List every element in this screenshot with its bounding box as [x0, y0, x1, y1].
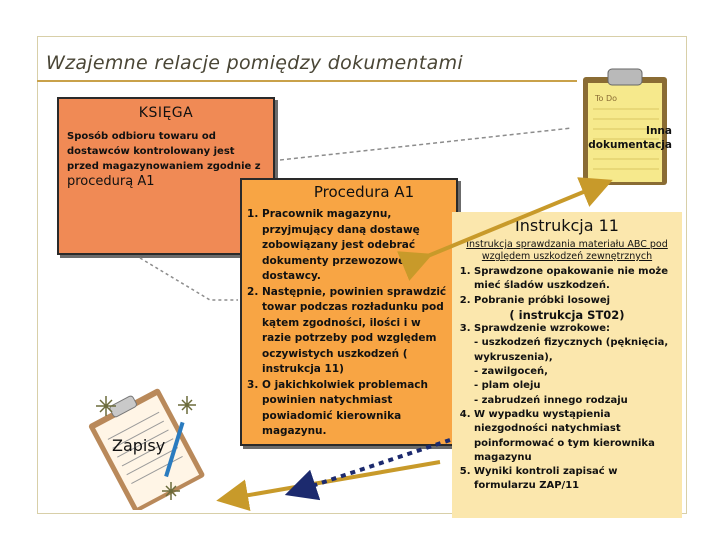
procedura-item-1: Pracownik magazynu, przyjmujący daną dos…	[262, 207, 452, 285]
procedura-heading: Procedura A1	[313, 183, 415, 201]
inna-line1: Inna	[646, 125, 672, 137]
procedura-list: Pracownik magazynu, przyjmujący daną dos…	[242, 207, 456, 440]
instrukcja-subtitle: Instrukcja sprawdzania materiału ABC pod…	[466, 239, 668, 262]
procedura-box: Procedura A1 Pracownik magazynu, przyjmu…	[240, 178, 458, 446]
slide-frame	[37, 36, 687, 514]
title-underline	[37, 80, 577, 82]
ksiega-text-main: Sposób odbioru towaru od dostawców kontr…	[67, 131, 261, 172]
zapisy-clipboard-icon	[88, 388, 205, 510]
instrukcja-item-2: Pobranie próbki losowej	[474, 294, 676, 308]
instrukcja-dash-2: - zawilgoceń,	[474, 366, 548, 378]
instrukcja-code: ( instrukcja ST02)	[509, 307, 625, 322]
ksiega-text: Sposób odbioru towaru od dostawców kontr…	[59, 121, 273, 190]
slide-title: Wzajemne relacje pomiędzy dokumentami	[46, 52, 463, 74]
instrukcja-heading: Instrukcja 11	[515, 216, 619, 235]
instrukcja-item-5: Wyniki kontroli zapisać w formularzu ZAP…	[474, 465, 676, 494]
instrukcja-item-1: Sprawdzone opakowanie nie może mieć ślad…	[474, 265, 676, 294]
inna-dokumentacja-label: Inna dokumentacja	[582, 124, 672, 152]
instrukcja-dash-3: - plam oleju	[474, 380, 541, 392]
ksiega-heading: KSIĘGA	[138, 105, 194, 121]
instrukcja-item-3: Sprawdzenie wzrokowe:	[474, 322, 676, 336]
ksiega-box: KSIĘGA Sposób odbioru towaru od dostawcó…	[57, 97, 275, 255]
instrukcja-box: Instrukcja 11 Instrukcja sprawdzania mat…	[452, 212, 682, 518]
instrukcja-item-4: W wypadku wystąpienia niezgodności natyc…	[474, 408, 676, 465]
clipboard-note: To Do	[594, 94, 617, 103]
clipboard-icon: To Do	[583, 68, 667, 185]
instrukcja-dash-4: - zabrudzeń innego rodzaju	[474, 394, 628, 406]
ksiega-text-link: procedurą A1	[67, 174, 155, 189]
inna-line2: dokumentacja	[588, 139, 672, 151]
instrukcja-dash-1: - uszkodzeń fizycznych (pęknięcia, wykru…	[474, 337, 669, 363]
instrukcja-list: Sprawdzone opakowanie nie może mieć ślad…	[452, 265, 682, 494]
zapisy-label: Zapisy	[112, 436, 166, 455]
procedura-item-2: Następnie, powinien sprawdzić towar podc…	[262, 285, 452, 378]
procedura-item-3: O jakichkolwiek problemach powinien naty…	[262, 378, 452, 440]
